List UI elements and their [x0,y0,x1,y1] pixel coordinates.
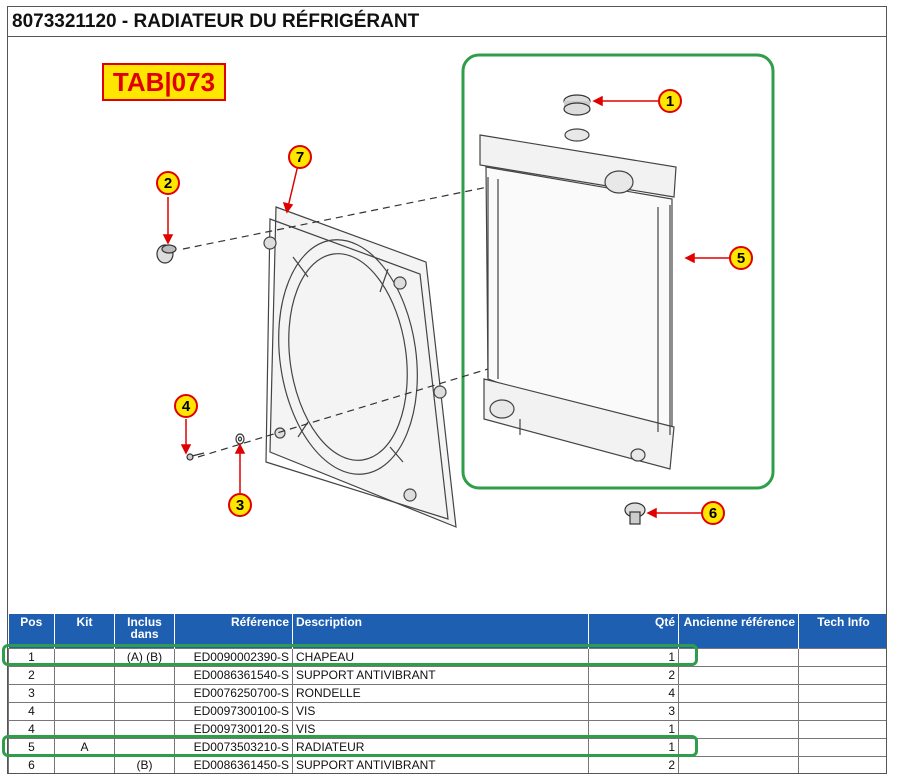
support-part-6 [624,502,646,525]
cap-part-1 [563,94,591,116]
svg-text:3: 3 [236,497,244,514]
parts-table: Pos Kit Inclus dans Référence Descriptio… [8,614,886,773]
table-row: 3 ED0076250700-S RONDELLE 4 [8,684,886,703]
cell-kit [54,666,115,685]
radiator-highlight [461,53,775,490]
cell-pos: 2 [8,666,55,685]
callout-3: 3 [228,493,252,517]
col-ancienne: Ancienne référence [678,614,799,649]
cell-tech [798,648,886,667]
table-header-row: Pos Kit Inclus dans Référence Descriptio… [8,614,886,649]
cell-description: VIS [292,702,589,721]
cell-tech [798,702,886,721]
col-reference: Référence [174,614,293,649]
assembly-lines [182,186,489,458]
cell-reference: ED0076250700-S [174,684,293,703]
washer-part-3 [235,433,245,445]
cell-inclus [114,684,175,703]
row-highlight-pos-1 [2,644,698,666]
cell-tech [798,684,886,703]
cell-kit [54,684,115,703]
cell-description: SUPPORT ANTIVIBRANT [292,756,589,773]
radiator-drawing [479,128,677,470]
cell-description: RONDELLE [292,684,589,703]
cell-description: RADIATEUR [292,738,589,757]
svg-text:1: 1 [666,93,674,110]
svg-text:4: 4 [182,398,191,415]
cell-tech [798,756,886,773]
col-description: Description [292,614,589,649]
svg-text:7: 7 [296,149,304,166]
cell-kit [54,756,115,773]
cell-ancienne [678,684,799,703]
cell-pos: 4 [8,702,55,721]
cell-tech [798,720,886,739]
cell-reference: ED0086361540-S [174,666,293,685]
cell-qte: 3 [588,702,679,721]
svg-text:2: 2 [164,175,172,192]
cell-inclus: (B) [114,756,175,773]
table-row: 4 ED0097300100-S VIS 3 [8,702,886,721]
callout-7: 7 [288,145,312,169]
cell-description: SUPPORT ANTIVIBRANT [292,666,589,685]
svg-text:5: 5 [737,250,745,267]
cell-inclus: (A) (B) [114,648,175,667]
fan-shroud-drawing [263,206,457,528]
row-highlight-pos-5 [2,735,698,757]
table-row: 2 ED0086361540-S SUPPORT ANTIVIBRANT 2 [8,666,886,685]
col-kit: Kit [54,614,115,649]
table-row: 6 (B) ED0086361450-S SUPPORT ANTIVIBRANT… [8,756,886,773]
cell-pos: 6 [8,756,55,773]
col-qte: Qté [588,614,679,649]
cell-reference: ED0097300120-S [174,720,293,739]
screw-part-4 [186,452,205,461]
cell-ancienne [678,666,799,685]
callout-5: 5 [729,246,753,270]
cell-kit [54,702,115,721]
cell-description: CHAPEAU [292,648,589,667]
callout-2: 2 [156,171,180,195]
exploded-diagram: 1 2 3 4 5 6 7 [156,53,775,528]
col-tech: Tech Info [798,614,886,649]
cell-reference: ED0086361450-S [174,756,293,773]
cell-ancienne [678,702,799,721]
cell-qte: 4 [588,684,679,703]
cell-qte: 2 [588,756,679,773]
cell-reference: ED0097300100-S [174,702,293,721]
cell-pos: 3 [8,684,55,703]
table-row: 5 A ED0073503210-S RADIATEUR 1 [8,738,886,757]
tab-badge: TAB|073 [102,63,226,101]
cell-qte: 2 [588,666,679,685]
callout-4: 4 [174,394,198,418]
cell-inclus [114,666,175,685]
callout-6: 6 [701,501,725,525]
col-inclus: Inclus dans [114,614,175,649]
cell-reference: ED0073503210-S [174,738,293,757]
col-pos: Pos [8,614,55,649]
page-title: 8073321120 - RADIATEUR DU RÉFRIGÉRANT [8,7,886,37]
callout-1: 1 [658,89,682,113]
cell-ancienne [678,756,799,773]
cell-inclus [114,702,175,721]
cell-tech [798,666,886,685]
support-part-2 [156,244,177,264]
cell-tech [798,738,886,757]
cell-ancienne [678,720,799,739]
svg-text:6: 6 [709,505,717,522]
